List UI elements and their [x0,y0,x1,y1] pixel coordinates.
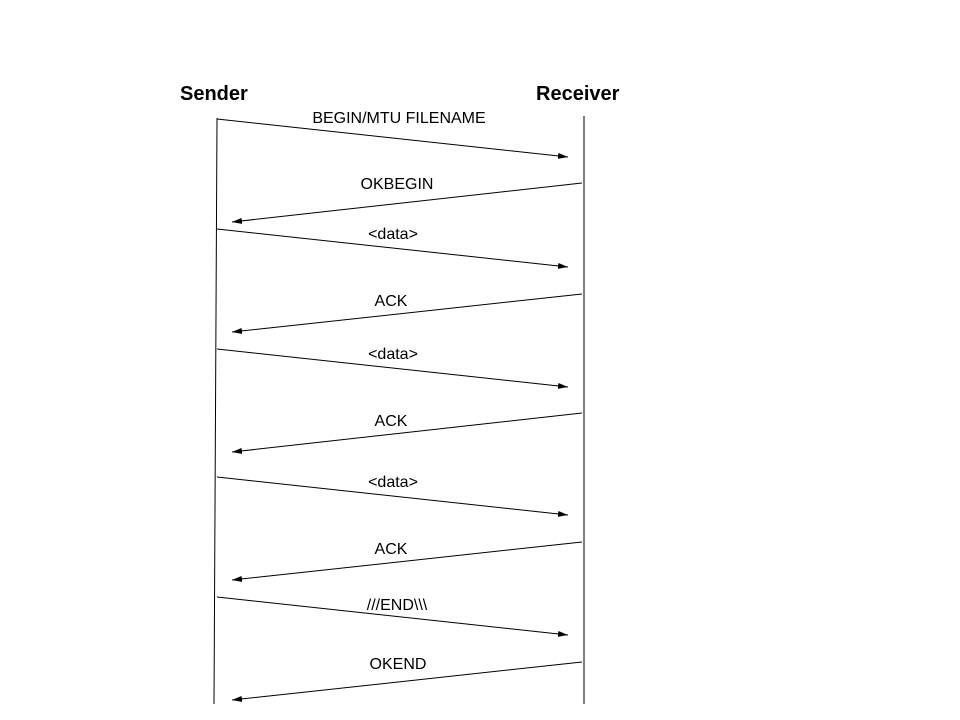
message-label-6: ACK [375,413,408,430]
message-label-8: ACK [375,541,408,558]
message-label-2: OKBEGIN [361,176,434,193]
participant-sender-label: Sender [180,83,248,105]
message-arrow-4 [231,293,583,334]
message-label-10: OKEND [370,656,427,673]
message-arrow-5 [216,348,569,389]
message-arrow-7 [216,476,569,517]
message-arrow-9 [216,596,569,637]
message-label-3: <data> [368,226,418,243]
message-arrow-10 [231,661,583,702]
message-arrow-1 [216,118,569,159]
sender-lifeline [213,117,218,705]
message-label-7: <data> [368,474,418,491]
message-arrow-6 [231,412,583,454]
participant-receiver-label: Receiver [536,83,620,105]
message-arrow-3 [216,228,569,269]
message-arrow-2 [231,182,583,224]
message-label-1: BEGIN/MTU FILENAME [312,110,485,127]
messages-layer: BEGIN/MTU FILENAME OKBEGIN <data> ACK <data>… [216,110,583,702]
message-label-9: ///END\\\ [367,597,428,614]
message-label-5: <data> [368,346,418,363]
message-label-4: ACK [375,293,408,310]
message-arrow-8 [231,541,583,582]
